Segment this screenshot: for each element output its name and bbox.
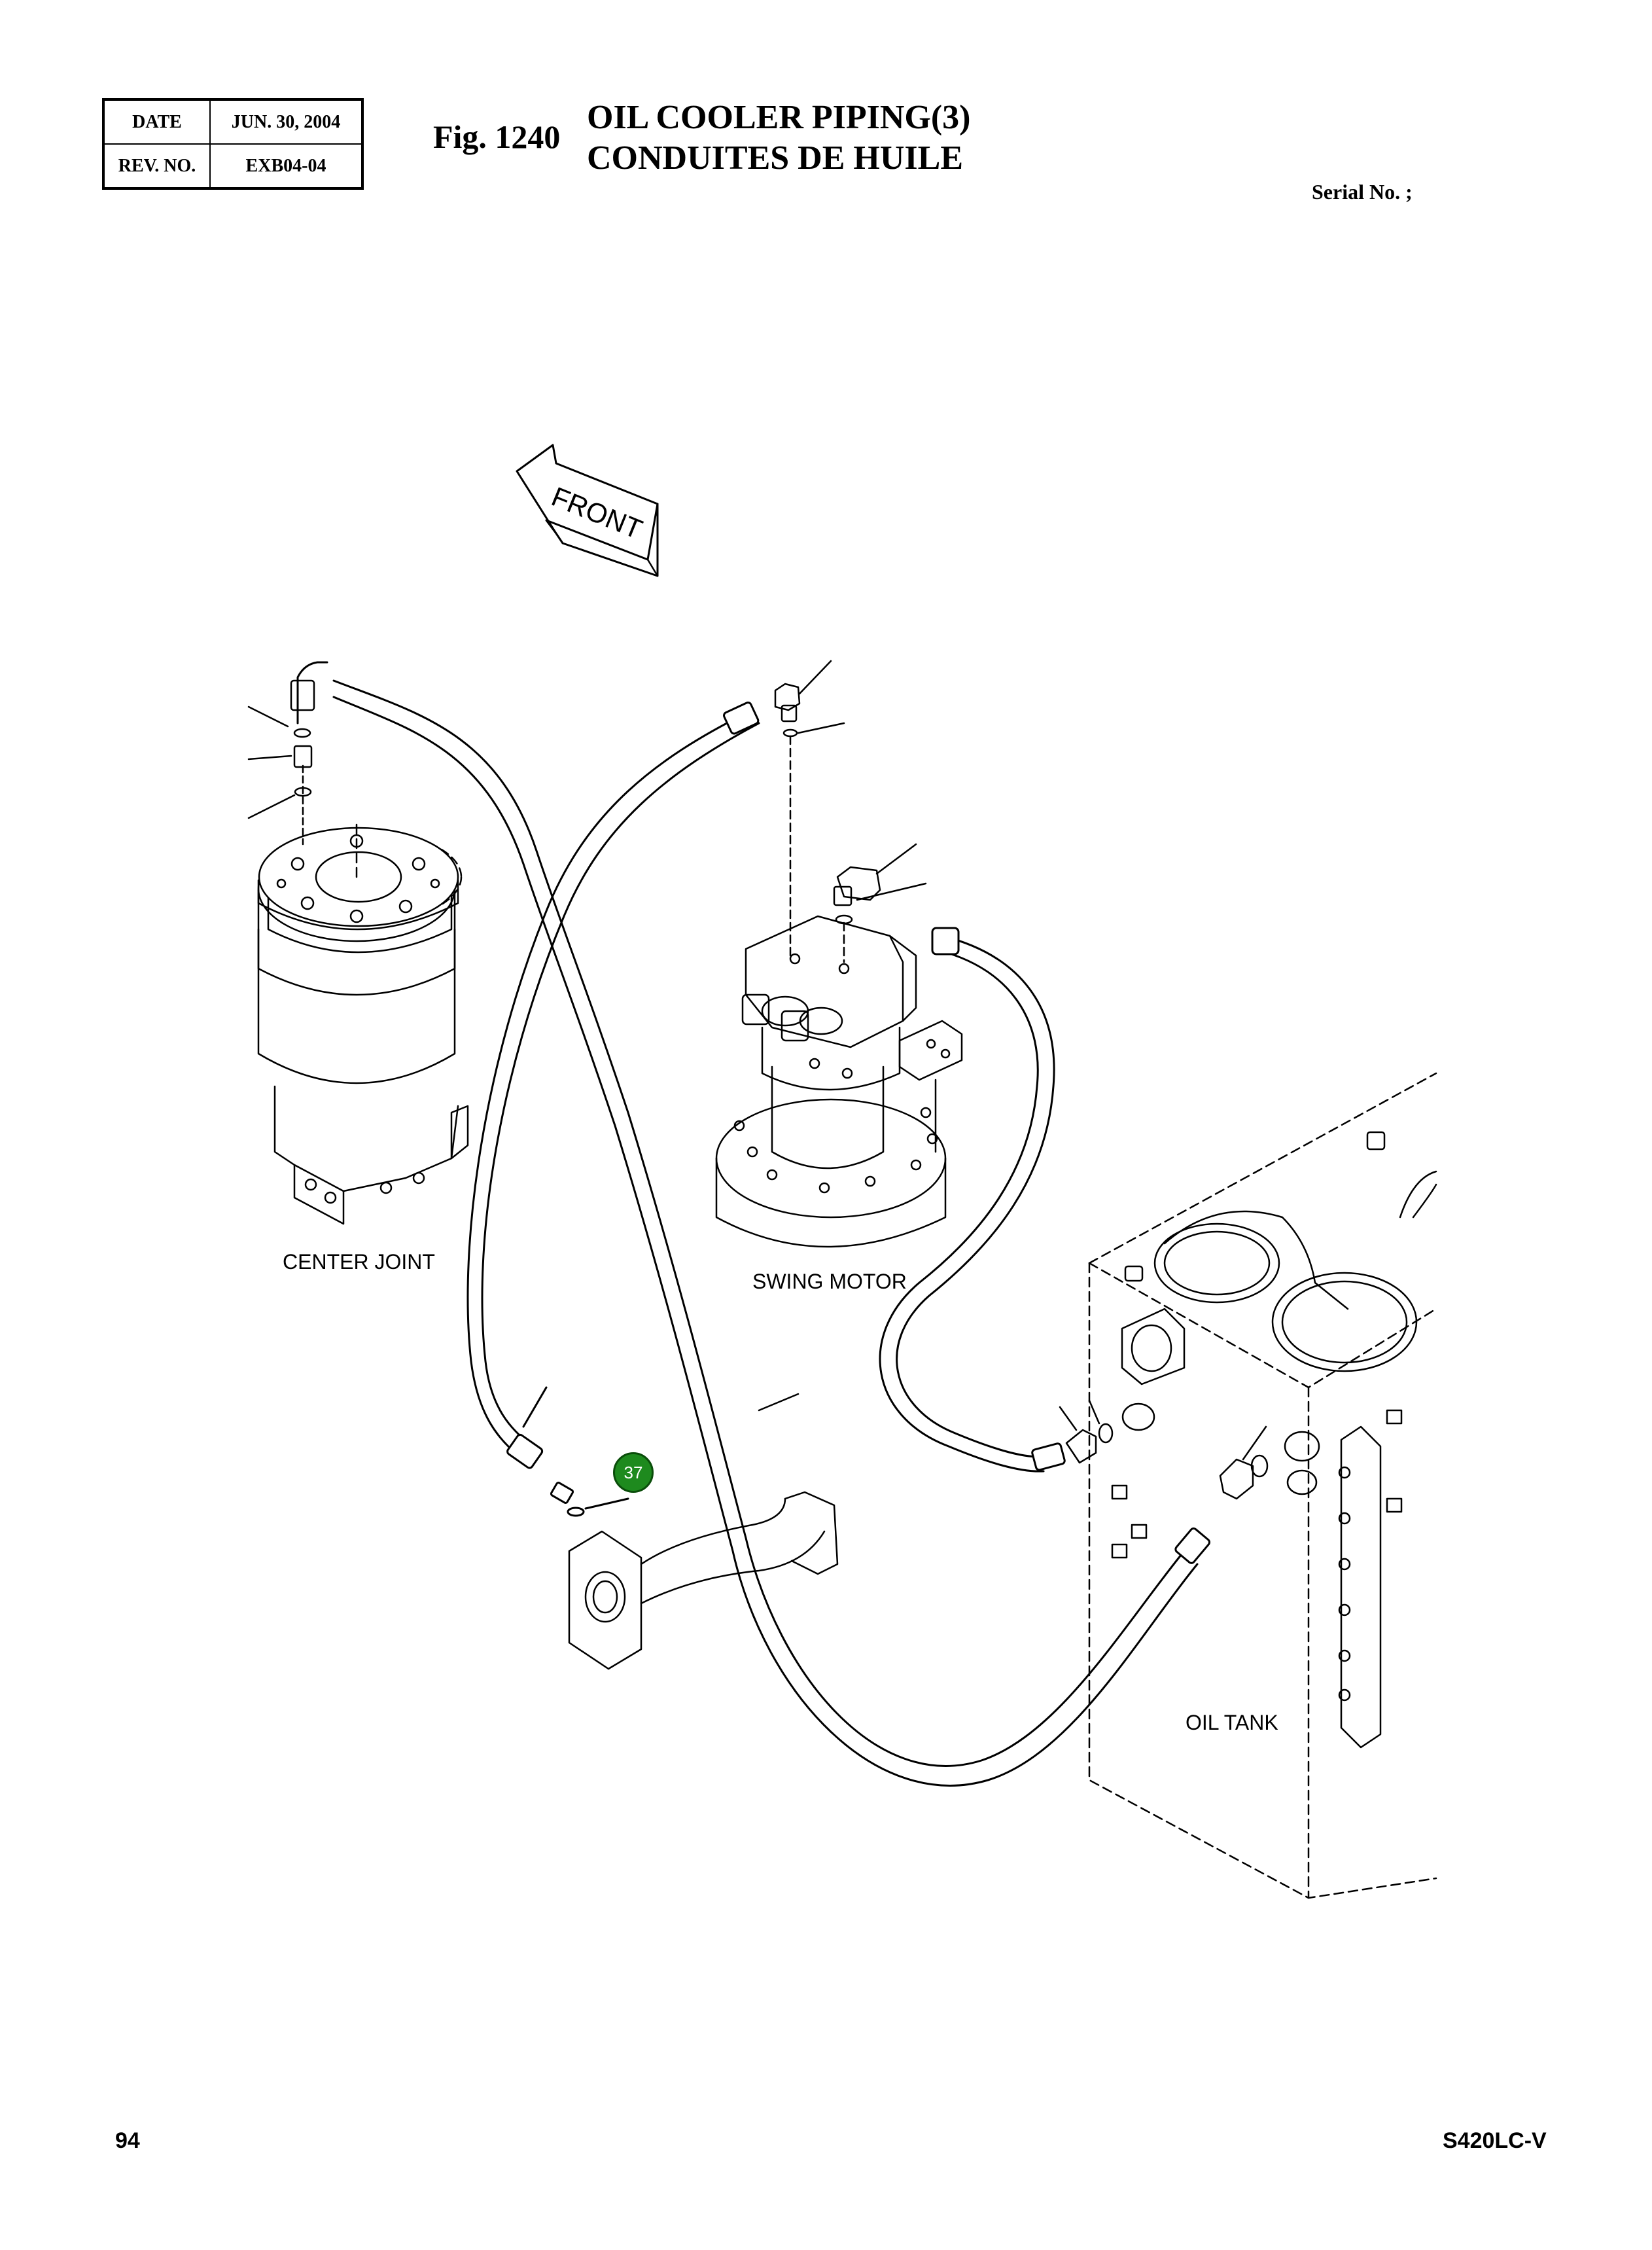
- pipe-adapter: [568, 1393, 839, 1670]
- hose-assemblies: [332, 679, 1211, 1787]
- rev-no-value: EXB04-04: [209, 143, 363, 189]
- date-label: DATE: [103, 99, 211, 145]
- revision-info-table: DATE JUN. 30, 2004 REV. NO. EXB04-04: [102, 98, 364, 190]
- title-english: OIL COOLER PIPING(3): [587, 99, 971, 136]
- swing-motor-label: SWING MOTOR: [752, 1270, 907, 1293]
- page-number: 94: [115, 2128, 140, 2153]
- figure-number: Fig. 1240: [433, 118, 561, 155]
- date-value: JUN. 30, 2004: [209, 99, 363, 145]
- center-joint-label: CENTER JOINT: [283, 1250, 435, 1274]
- oil-tank: [1059, 1072, 1437, 1899]
- front-arrow: FRONT: [516, 444, 659, 577]
- oil-tank-label: OIL TANK: [1186, 1711, 1278, 1734]
- rev-no-label: REV. NO.: [103, 143, 211, 189]
- swing-motor: [715, 660, 963, 1248]
- model-name: S420LC-V: [1443, 2128, 1547, 2153]
- part-callout-37[interactable]: 37: [613, 1452, 654, 1493]
- center-joint: [247, 661, 469, 1225]
- title-french: CONDUITES DE HUILE: [587, 139, 964, 177]
- serial-number: Serial No. ;: [1312, 180, 1413, 204]
